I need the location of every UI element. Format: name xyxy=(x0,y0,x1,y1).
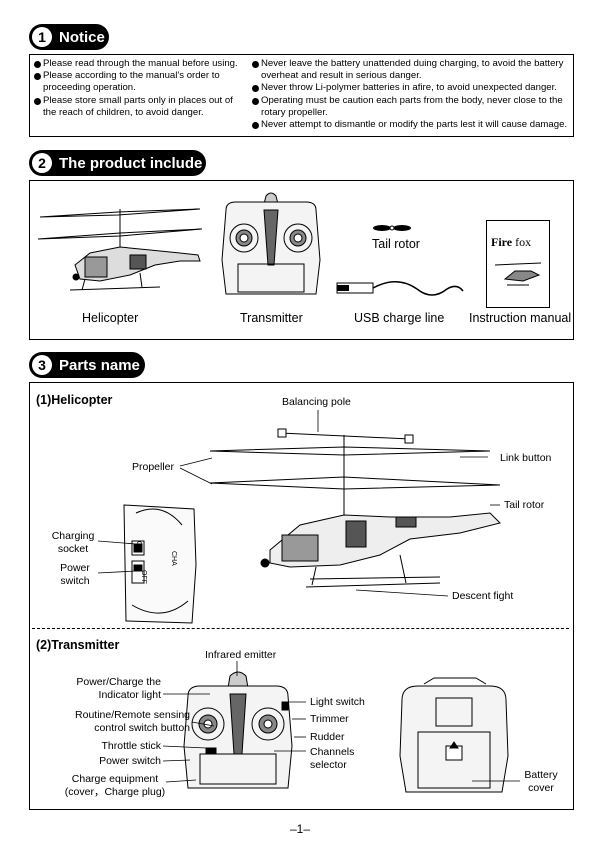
manual-cover-helicopter xyxy=(494,262,542,286)
label-line: Indicator light xyxy=(98,688,161,701)
label-line: Battery xyxy=(524,769,558,781)
page-number: –1– xyxy=(289,822,311,836)
parts-divider xyxy=(32,628,569,629)
label-routine-remote: Routine/Remote sensing control switch bu… xyxy=(40,709,190,734)
label-line: control switch button xyxy=(94,721,190,734)
label-line: Charge equipment xyxy=(71,773,159,785)
notice-item: Never throw Li-polymer batteries in afir… xyxy=(252,82,570,94)
section-number: 1 xyxy=(32,27,52,47)
section-notice-heading: 1 Notice xyxy=(29,24,109,50)
section-title: The product include xyxy=(59,154,203,172)
transmitter-back-illustration xyxy=(399,677,509,793)
helicopter-subtitle: (1)Helicopter xyxy=(36,393,113,407)
label-power-indicator: Power/Charge the Indicator light xyxy=(60,676,161,701)
label-line: Channels xyxy=(310,746,355,758)
label-line: Power xyxy=(60,562,90,574)
label-line: Routine/Remote sensing xyxy=(75,709,190,721)
label-throttle-stick: Throttle stick xyxy=(101,740,161,752)
label-line: Charging xyxy=(51,530,95,542)
notice-item: Please according to the manual's order t… xyxy=(34,70,248,94)
notice-item: Never leave the battery unattended duing… xyxy=(252,58,570,82)
label-link-button: Link button xyxy=(500,452,552,464)
transmitter-front-illustration xyxy=(183,671,293,789)
notice-box xyxy=(29,54,574,137)
label-charge-equipment: Charge equipment (cover，Charge plug) xyxy=(64,773,166,798)
product-caption-transmitter: Transmitter xyxy=(240,311,303,325)
label-infrared-emitter: Infrared emitter xyxy=(205,649,277,661)
notice-left-column: Please read through the manual before us… xyxy=(34,58,248,119)
section-number: 3 xyxy=(32,355,52,375)
manual-brand-word2: fox xyxy=(515,235,532,249)
label-line: cover xyxy=(528,781,554,794)
label-balancing-pole: Balancing pole xyxy=(282,396,351,408)
section-parts-heading: 3 Parts name xyxy=(29,352,145,378)
label-channels-selector: Channels selector xyxy=(310,746,354,771)
manual-brand-word: Fire xyxy=(491,235,513,249)
label-line: socket xyxy=(57,542,89,555)
notice-item: Operating must be caution each parts fro… xyxy=(252,95,570,119)
transmitter-subtitle: (2)Transmitter xyxy=(36,638,120,652)
label-battery-cover: Battery cover xyxy=(521,769,561,794)
helicopter-illustration xyxy=(37,208,203,291)
notice-item: Please store small parts only in places … xyxy=(34,95,248,119)
notice-item: Please read through the manual before us… xyxy=(34,58,248,70)
label-charging-socket: Charging socket xyxy=(50,530,96,555)
label-line: Power/Charge the xyxy=(76,676,161,688)
usb-cable-illustration xyxy=(336,281,464,296)
transmitter-illustration xyxy=(221,192,321,295)
label-propeller: Propeller xyxy=(132,461,175,473)
label-tail-rotor: Tail rotor xyxy=(504,499,545,511)
notice-right-column: Never leave the battery unattended duing… xyxy=(252,58,570,131)
section-title: Notice xyxy=(59,28,105,46)
label-trimmer: Trimmer xyxy=(310,713,349,725)
notice-item: Never attempt to dismantle or modify the… xyxy=(252,119,570,131)
products-box xyxy=(29,180,574,340)
label-line: switch xyxy=(60,574,90,587)
label-rudder: Rudder xyxy=(310,731,345,743)
label-line: selector xyxy=(310,758,347,771)
section-title: Parts name xyxy=(59,356,140,374)
label-power-switch: Power switch xyxy=(54,562,96,587)
product-caption-manual: Instruction manual xyxy=(469,311,572,325)
label-line: (cover，Charge plug) xyxy=(64,785,166,798)
product-caption-usb: USB charge line xyxy=(354,311,445,325)
helicopter-detail-illustration xyxy=(209,428,501,588)
label-power-switch: Power switch xyxy=(99,755,161,767)
manual-brand: Fire fox xyxy=(491,235,531,250)
switch-closeup-illustration xyxy=(123,504,197,624)
label-descent-fight: Descent fight xyxy=(452,590,514,602)
instruction-manual-illustration: Fire fox xyxy=(486,220,550,308)
section-number: 2 xyxy=(32,153,52,173)
label-light-switch: Light switch xyxy=(310,696,365,708)
section-product-heading: 2 The product include xyxy=(29,150,206,176)
product-caption-helicopter: Helicopter xyxy=(82,311,139,325)
parts-box xyxy=(29,382,574,810)
tail-rotor-icon xyxy=(373,225,411,231)
product-caption-tail-rotor: Tail rotor xyxy=(372,237,420,251)
